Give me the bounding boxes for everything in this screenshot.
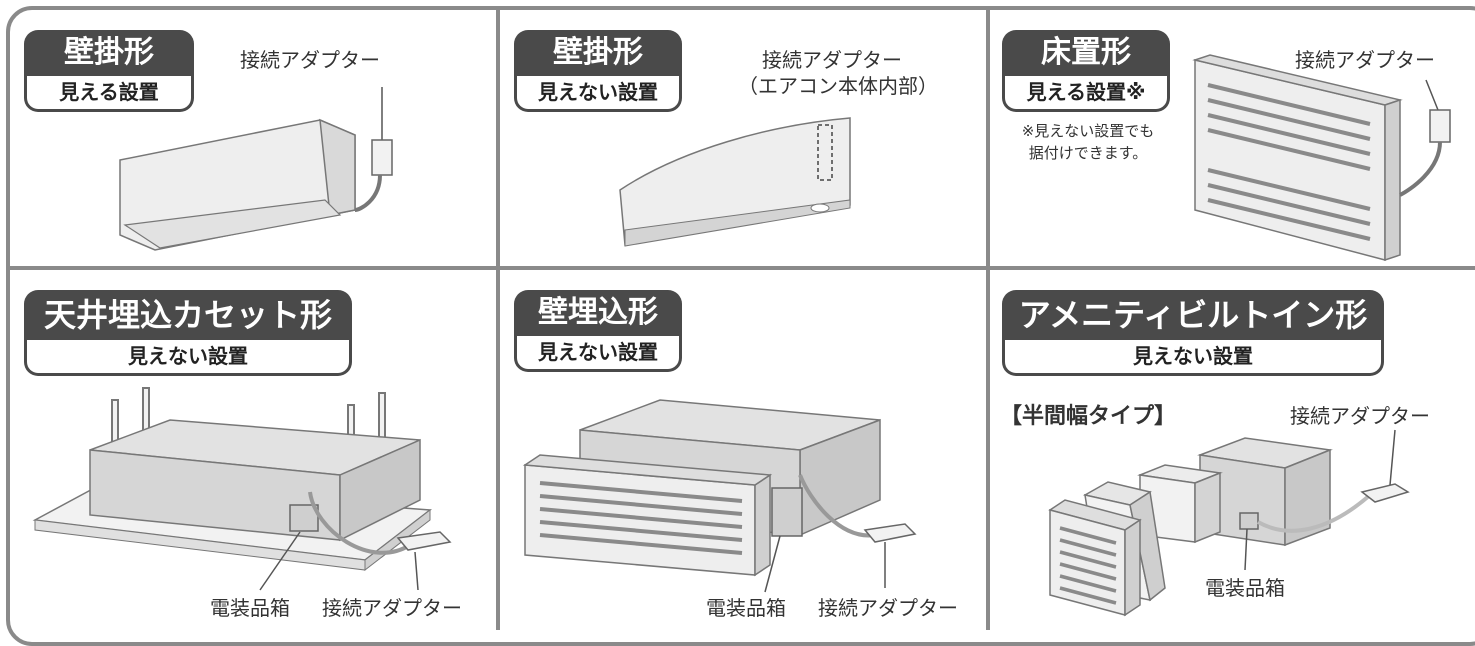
type-badge: 壁掛形 見えない設置 [514, 30, 682, 112]
unit-type-title: アメニティビルトイン形 [1002, 290, 1384, 340]
unit-type-title: 壁埋込形 [514, 290, 682, 336]
type-badge: 床置形 見える設置※ [1002, 30, 1170, 112]
type-badge: 壁掛形 見える設置 [24, 30, 194, 112]
type-badge: 天井埋込カセット形 見えない設置 [24, 290, 352, 376]
adapter-label: 接続アダプター [240, 48, 380, 72]
wall-unit-slim-illustration [619, 117, 851, 247]
unit-type-title: 壁掛形 [514, 30, 682, 76]
unit-type-title: 床置形 [1002, 30, 1170, 76]
installation-subtitle: 見えない設置 [514, 76, 682, 112]
unit-type-title: 天井埋込カセット形 [24, 290, 352, 340]
panel-wall-embedded: 壁埋込形 見えない設置 電装品箱 接続アダプター [500, 270, 986, 630]
adapter-label: 接続アダプター [1290, 404, 1430, 428]
panel-divider-vertical-2 [986, 8, 990, 630]
adapter-label: 接続アダプター [1295, 48, 1435, 72]
unit-type-title: 壁掛形 [24, 30, 194, 76]
electrical-box-label: 電装品箱 [210, 596, 290, 620]
amenity-builtin-illustration [1048, 429, 1410, 617]
panel-wall-visible: 壁掛形 見える設置 接続アダプター [10, 10, 496, 266]
type-badge: 壁埋込形 見えない設置 [514, 290, 682, 372]
note-line-2: 据付けできます。 [1028, 144, 1148, 162]
type-badge: アメニティビルトイン形 見えない設置 [1002, 290, 1384, 376]
panel-floor-standing: 床置形 見える設置※ ※見えない設置でも 据付けできます。 接続アダプター [990, 10, 1475, 266]
installation-subtitle: 見えない設置 [514, 336, 682, 372]
note-line-1: ※見えない設置でも [1021, 122, 1155, 140]
installation-subtitle: 見えない設置 [24, 340, 352, 376]
adapter-label: 接続アダプター [762, 48, 902, 72]
floor-unit-illustration [1192, 54, 1451, 262]
model-type-label: 【半間幅タイプ】 [1000, 404, 1177, 429]
adapter-location-note: （エアコン本体内部） [738, 74, 938, 98]
ceiling-cassette-illustration [32, 387, 452, 591]
electrical-box-label: 電装品箱 [1205, 576, 1285, 600]
panel-amenity-builtin: アメニティビルトイン形 見えない設置 【半間幅タイプ】 接続アダプター [990, 270, 1475, 630]
panel-ceiling-cassette: 天井埋込カセット形 見えない設置 電装品箱 接続アダプター [10, 270, 496, 630]
adapter-label: 接続アダプター [322, 596, 462, 620]
panel-divider-horizontal [8, 266, 1475, 270]
electrical-box-label: 電装品箱 [706, 596, 786, 620]
installation-note: ※見えない設置でも 据付けできます。 [998, 120, 1178, 164]
wall-embedded-illustration [522, 399, 917, 593]
panel-wall-hidden: 壁掛形 見えない設置 接続アダプター （エアコン本体内部） [500, 10, 986, 266]
installation-subtitle: 見えない設置 [1002, 340, 1384, 376]
panel-divider-vertical-1 [496, 8, 500, 630]
wall-unit-illustration [119, 87, 393, 251]
installation-subtitle: 見える設置 [24, 76, 194, 112]
installation-subtitle: 見える設置※ [1002, 76, 1170, 112]
adapter-label: 接続アダプター [818, 596, 958, 620]
